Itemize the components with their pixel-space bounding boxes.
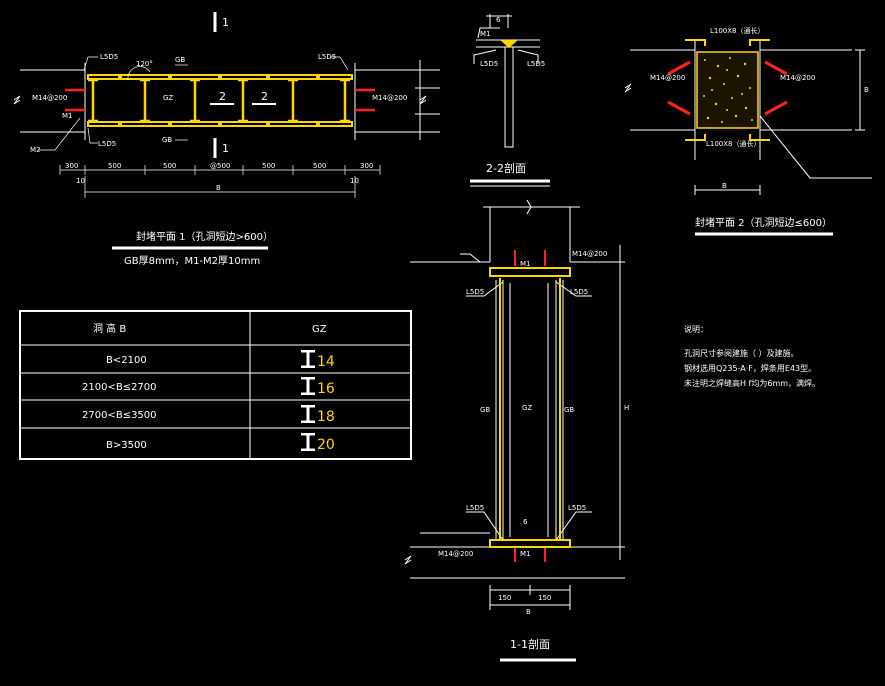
s11-gz: GZ <box>522 404 532 412</box>
concrete-fill <box>703 57 753 123</box>
s11-dim-h: H <box>624 404 629 412</box>
notes-line-3: 未注明之焊缝高H f均为6mm，满焊。 <box>684 378 820 388</box>
dim-7: 300 <box>360 162 373 170</box>
plan2-anchor-left: M14@200 <box>650 74 685 82</box>
table-row-3-range: 2700<B≤3500 <box>82 410 157 421</box>
plan2-bottom-label: L100X8（通长） <box>706 139 761 148</box>
cut-mark-bottom: 1 <box>222 142 229 155</box>
dim-1: 300 <box>65 162 78 170</box>
notes-line-1: 孔洞尺寸参阅建施（ ）及建施。 <box>684 348 799 358</box>
s11-anchor-top: M14@200 <box>572 250 607 258</box>
end-dim-left: 10 <box>76 177 85 185</box>
gb-label-bottom: GB <box>162 136 172 144</box>
table-row-4-size: 20 <box>317 437 335 453</box>
weld-label-bottom: L5D5 <box>98 140 116 148</box>
s11-gb-left: GB <box>480 406 490 414</box>
s11-gb-right: GB <box>564 406 574 414</box>
dim-2: 500 <box>108 162 121 170</box>
s11-dim-b: B <box>526 608 531 616</box>
table-row-2-size: 16 <box>317 381 335 397</box>
plan2-anchor-right: M14@200 <box>780 74 815 82</box>
s11-m1-bottom: M1 <box>520 550 531 558</box>
s11-weld-tl: L5D5 <box>466 288 484 296</box>
plan-2: L100X8（通长） L100X8（通长） M14@200 M14@200 B … <box>624 26 872 236</box>
plan-1-note: GB厚8mm，M1-M2厚10mm <box>124 255 260 267</box>
dim-6: 500 <box>313 162 326 170</box>
end-dim-right: 10 <box>350 177 359 185</box>
section-1-1-title: 1-1剖面 <box>510 637 550 651</box>
notes-line-2: 钢材选用Q235-A·F，焊条用E43型。 <box>684 363 816 373</box>
s11-weld-br: L5D5 <box>568 504 586 512</box>
gz-size-table: 洞 高 B GZ B<2100 2100<B≤2700 2700<B≤3500 … <box>19 310 412 460</box>
total-dim: B <box>216 184 221 192</box>
table-row-2-range: 2100<B≤2700 <box>82 382 157 393</box>
weld-label-right: L5D5 <box>318 53 336 61</box>
table-row-1-range: B<2100 <box>106 355 147 366</box>
plan2-dim-bottom: B <box>722 182 727 190</box>
dim-3: 500 <box>163 162 176 170</box>
s11-anchor-bottom: M14@200 <box>438 550 473 558</box>
plan-2-title: 封堵平面 2（孔洞短边≤600） <box>695 216 832 229</box>
table-row-3-size: 18 <box>317 409 335 425</box>
section-1-1: M14@200 M14@200 M1 M1 L5D5 L5D5 L5D5 L5D… <box>404 199 629 662</box>
plan2-top-label: L100X8（通长） <box>710 26 765 35</box>
i-beam-icon <box>301 350 315 451</box>
table-row-4-range: B>3500 <box>106 440 147 451</box>
angle-label: 120° <box>136 60 153 68</box>
dim-4: @500 <box>210 162 230 170</box>
table-header-gz: GZ <box>312 324 327 335</box>
plan-1-title: 封堵平面 1（孔洞短边>600） <box>136 230 273 243</box>
section-mark-2-left: 2 <box>219 90 226 103</box>
anchor-label-right: M14@200 <box>372 94 407 102</box>
table-row-1-size: 14 <box>317 354 335 370</box>
s22-dim: 6 <box>496 16 501 24</box>
s11-dim-6: 6 <box>523 518 528 526</box>
cut-mark-top: 1 <box>222 16 229 29</box>
plan2-dim-right: B <box>864 86 869 94</box>
s11-dim-150-right: 150 <box>538 594 551 602</box>
s22-weld-right: L5D5 <box>527 60 545 68</box>
s22-weld-left: L5D5 <box>480 60 498 68</box>
gb-label-top: GB <box>175 56 185 64</box>
table-header-range: 洞 高 B <box>93 322 126 335</box>
s11-dim-150-left: 150 <box>498 594 511 602</box>
notes: 说明： 孔洞尺寸参阅建施（ ）及建施。 钢材选用Q235-A·F，焊条用E43型… <box>684 324 820 388</box>
s11-weld-bl: L5D5 <box>466 504 484 512</box>
section-2-2: M1 L5D5 L5D5 6 2-2剖面 <box>470 14 550 187</box>
s11-m1-top: M1 <box>520 260 531 268</box>
weld-label-left: L5D5 <box>100 53 118 61</box>
notes-heading: 说明： <box>684 324 708 334</box>
m2-label: M2 <box>30 146 41 154</box>
section-mark-2-right: 2 <box>261 90 268 103</box>
section-2-2-title: 2-2剖面 <box>486 161 526 175</box>
gz-label: GZ <box>163 94 173 102</box>
s22-m1: M1 <box>480 30 491 38</box>
m1-label: M1 <box>62 112 73 120</box>
plan-1: 1 1 2 2 L5D5 L5D5 L5D5 GB GB GZ 120° M2 … <box>13 12 440 267</box>
dim-5: 500 <box>262 162 275 170</box>
s11-weld-tr: L5D5 <box>570 288 588 296</box>
anchor-label-left: M14@200 <box>32 94 67 102</box>
